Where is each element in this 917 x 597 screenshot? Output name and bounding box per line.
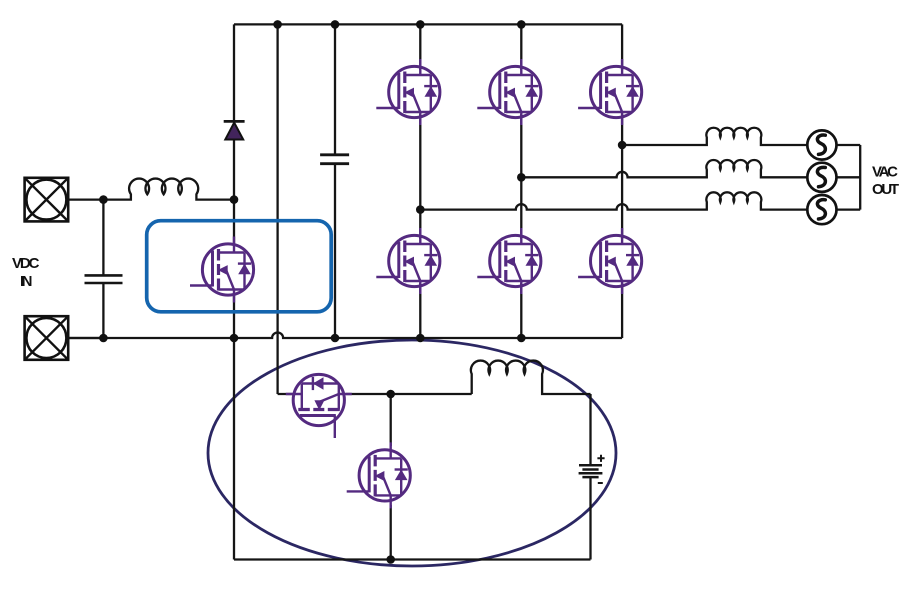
svg-text:IN: IN xyxy=(20,273,33,290)
svg-text:OUT: OUT xyxy=(872,181,899,198)
svg-text:VAC: VAC xyxy=(872,163,898,180)
svg-text:VDC: VDC xyxy=(12,255,40,272)
